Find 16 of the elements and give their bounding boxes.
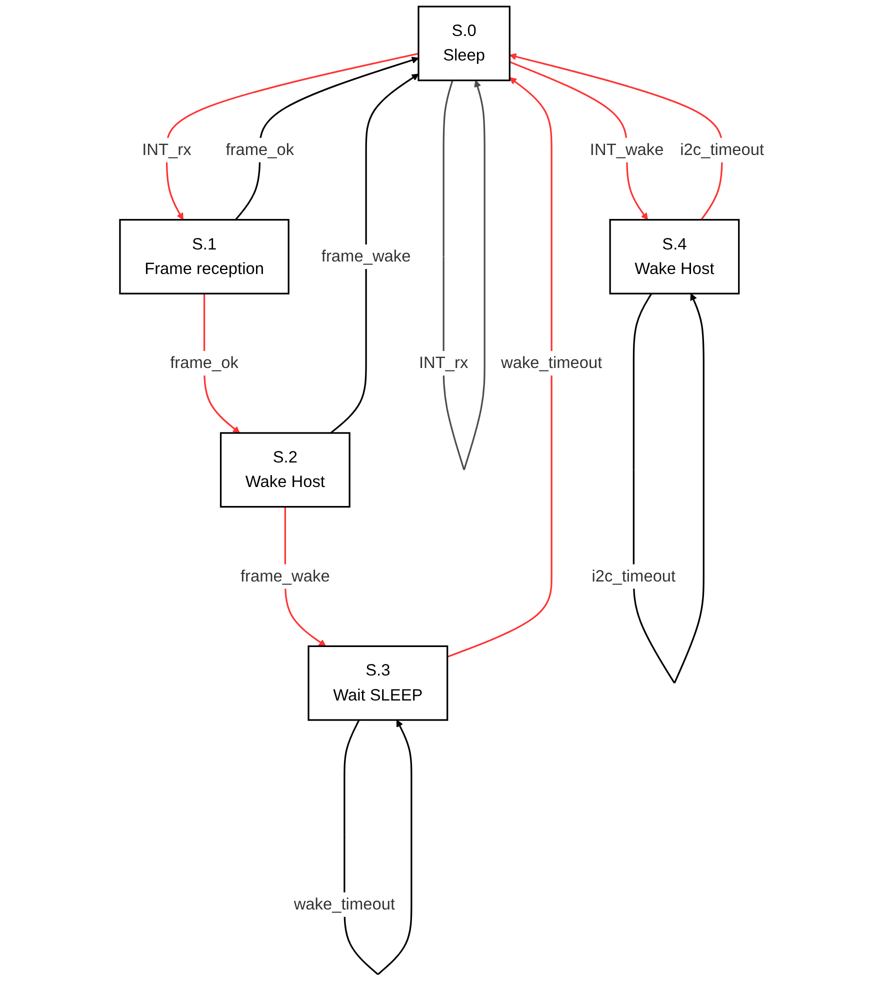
node-box: S.4 Wake Host	[609, 218, 740, 294]
edge-label: frame_ok	[170, 354, 238, 372]
node-box: S.0 Sleep	[418, 6, 510, 82]
edge-label: frame_wake	[321, 248, 411, 266]
edge-label: frame_ok	[226, 141, 294, 160]
edge-label: INT_wake	[590, 141, 664, 160]
edge-label: INT_rx	[418, 354, 468, 372]
edge-label: wake_timeout	[294, 896, 396, 914]
edge-label: INT_rx	[142, 141, 192, 160]
edge-label: i2c_timeout	[680, 141, 764, 160]
edge-label: i2c_timeout	[592, 567, 676, 586]
node-box: S.2 Wake Host	[220, 432, 350, 508]
node-box: S.3 Wait SLEEP	[308, 645, 448, 721]
edge-label: wake_timeout	[500, 354, 602, 372]
edge-label: frame_wake	[240, 567, 330, 586]
node-box: S.1 Frame reception	[119, 218, 290, 294]
